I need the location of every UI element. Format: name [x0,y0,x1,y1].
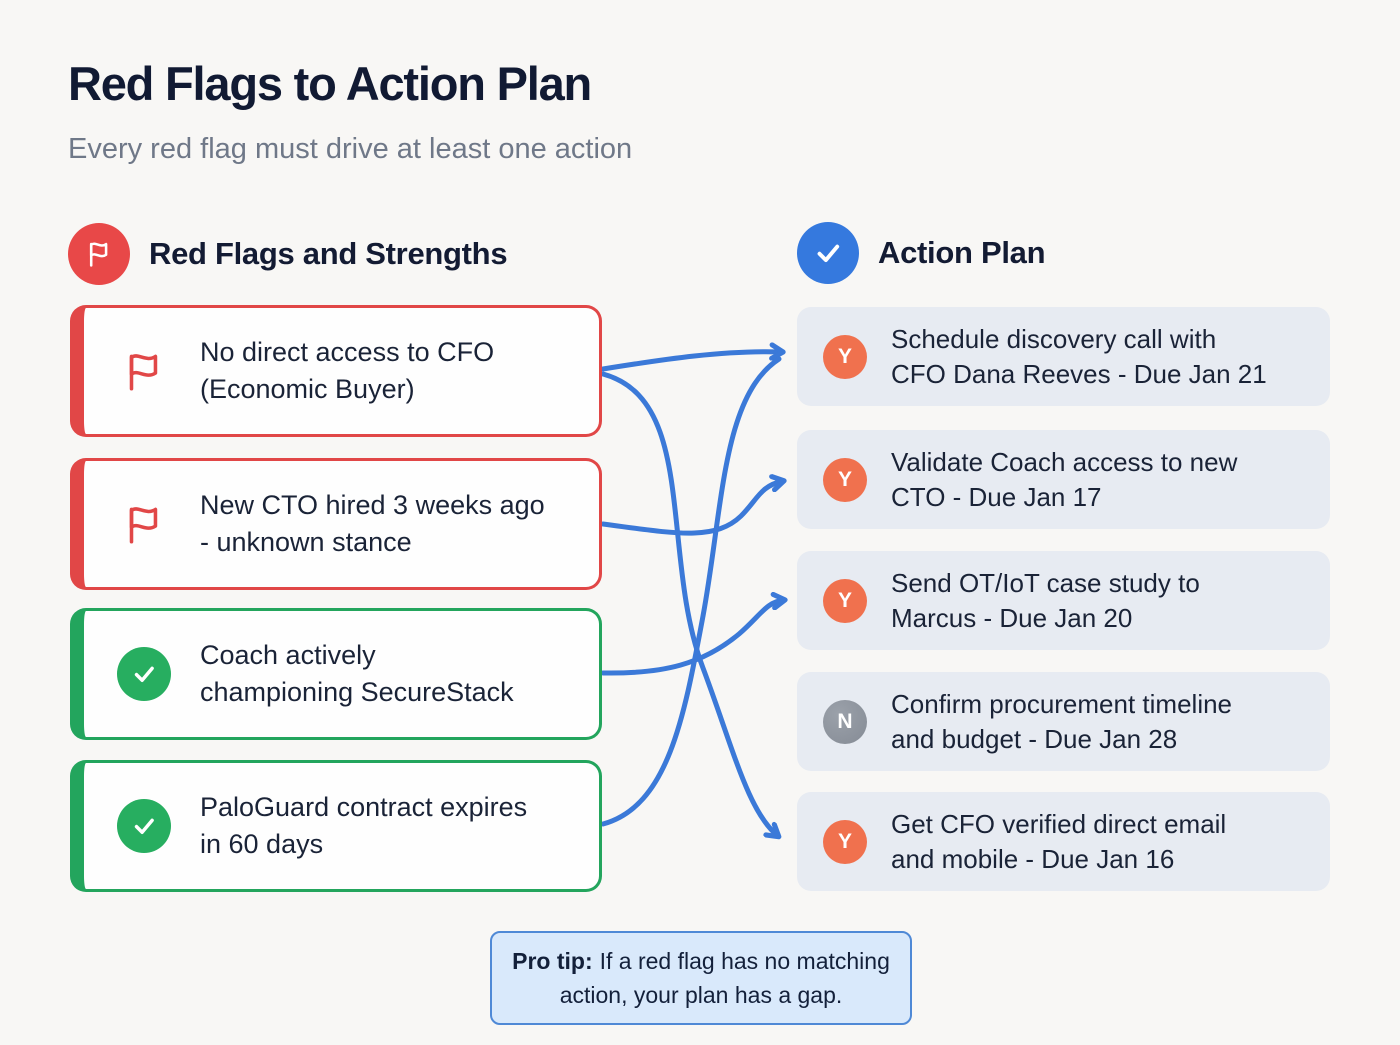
pro-tip-callout: Pro tip:If a red flag has no matching ac… [490,931,912,1025]
strength-text: Coach actively championing SecureStack [200,640,514,707]
red-flag-card: New CTO hired 3 weeks ago - unknown stan… [70,458,602,590]
red-flag-card: No direct access to CFO (Economic Buyer) [70,305,602,437]
connector-strength2-action1 [600,356,782,827]
strength-text: PaloGuard contract expires in 60 days [200,792,528,859]
connector-flag2-action2 [600,481,783,536]
right-column-header: Action Plan [797,222,1046,284]
action-card: Y Get CFO verified direct email and mobi… [797,792,1330,891]
red-flag-text: No direct access to CFO (Economic Buyer) [200,337,495,404]
connector-flag1-action1 [600,352,782,372]
action-text: Confirm procurement timeline and budget … [891,688,1233,754]
page-title: Red Flags to Action Plan [68,57,592,110]
action-card: Y Send OT/IoT case study to Marcus - Due… [797,551,1330,650]
check-icon [797,222,859,284]
connector-flag1-action5 [600,371,778,836]
action-text: Validate Coach access to new CTO - Due J… [891,446,1238,512]
check-icon [116,799,172,853]
action-text: Send OT/IoT case study to Marcus - Due J… [891,567,1200,633]
owner-badge: Y [823,334,867,379]
owner-badge: N [823,699,867,744]
strength-card: Coach actively championing SecureStack [70,608,602,740]
flag-icon [116,346,172,396]
pro-tip-text: If a red flag has no matching action, yo… [559,948,890,1008]
left-column-header: Red Flags and Strengths [68,223,508,285]
page-subtitle: Every red flag must drive at least one a… [68,133,633,165]
right-column-title: Action Plan [878,235,1046,270]
action-card: Y Schedule discovery call with CFO Dana … [797,307,1330,406]
strength-card: PaloGuard contract expires in 60 days [70,760,602,892]
action-text: Schedule discovery call with CFO Dana Re… [891,323,1267,389]
owner-badge: Y [823,457,867,502]
check-icon [116,647,172,701]
flag-icon [68,223,130,285]
owner-badge: Y [823,819,867,864]
connector-strength1-action3 [600,600,784,676]
action-text: Get CFO verified direct email and mobile… [891,808,1227,874]
action-card: N Confirm procurement timeline and budge… [797,672,1330,771]
red-flag-text: New CTO hired 3 weeks ago - unknown stan… [200,490,545,557]
owner-badge: Y [823,578,867,623]
flag-icon [116,499,172,549]
action-card: Y Validate Coach access to new CTO - Due… [797,430,1330,529]
pro-tip-label: Pro tip: [512,948,593,974]
left-column-title: Red Flags and Strengths [149,236,508,271]
